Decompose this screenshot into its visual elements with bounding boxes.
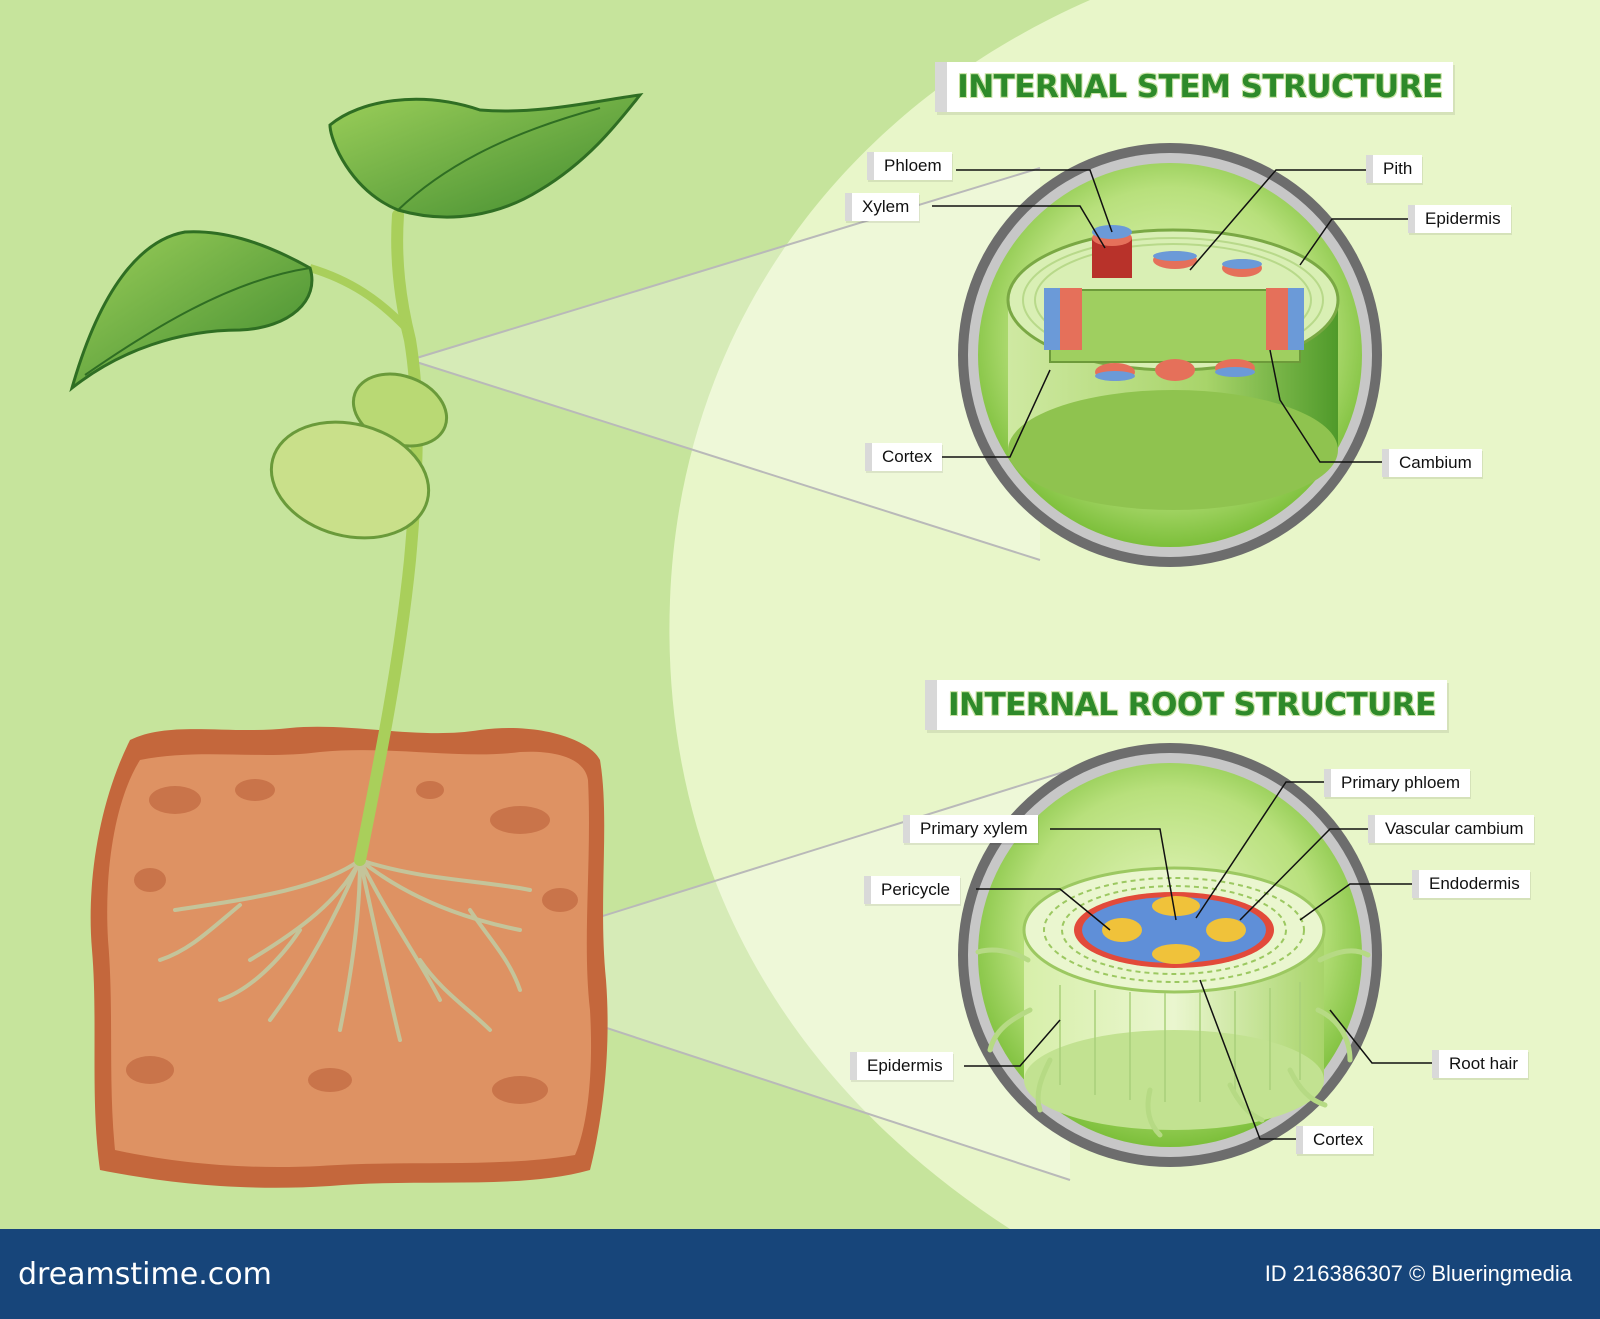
label-stem-epidermis: Epidermis	[1408, 205, 1511, 233]
plant-leaves	[69, 93, 644, 393]
stem-title-box: INTERNAL STEM STRUCTURE	[935, 62, 1453, 112]
soil-block	[90, 726, 608, 1188]
root-cylinder-bottom	[1024, 1030, 1324, 1130]
label-stem-cortex: Cortex	[865, 443, 943, 471]
soil-pebble	[126, 1056, 174, 1084]
label-stem-pith: Pith	[1366, 155, 1423, 183]
soil-pebble	[416, 781, 444, 799]
stem-title: INTERNAL STEM STRUCTURE	[957, 69, 1443, 105]
stem-pith	[1049, 289, 1301, 363]
label-root-root-hair: Root hair	[1432, 1050, 1528, 1078]
stem-leader-lines	[932, 169, 1408, 463]
plant-roots	[158, 858, 532, 1042]
stem-zoom-line	[409, 359, 1041, 561]
label-root-primary-phloem: Primary phloem	[1324, 769, 1471, 797]
label-root-vascular-cambium: Vascular cambium	[1368, 815, 1534, 843]
label-stem-phloem: Phloem	[867, 152, 952, 180]
soil-pebble	[490, 806, 550, 834]
diagram-artwork	[69, 0, 1600, 1229]
footer-credit: ID 216386307 © Blueringmedia	[1264, 1261, 1572, 1286]
cotyledons	[269, 372, 449, 540]
footer-bar: dreamstime.com ID 216386307 © Blueringme…	[0, 1229, 1600, 1319]
soil-pebble	[134, 868, 166, 892]
label-root-endodermis: Endodermis	[1412, 870, 1530, 898]
cotyledon	[269, 420, 431, 540]
soil-pebble	[235, 779, 275, 801]
root-leader-lines	[964, 781, 1432, 1140]
soil-pebble	[542, 888, 578, 912]
stem-cross-section	[958, 143, 1382, 567]
stem-cylinder-bottom	[1008, 390, 1338, 510]
label-root-cortex: Cortex	[1296, 1126, 1374, 1154]
soil-pebble	[308, 1068, 352, 1092]
soil-pebble	[492, 1076, 548, 1104]
label-stem-xylem: Xylem	[845, 193, 920, 221]
root-title-box: INTERNAL ROOT STRUCTURE	[925, 680, 1447, 730]
root-title: INTERNAL ROOT STRUCTURE	[948, 687, 1436, 723]
leaf-petiole	[308, 264, 411, 333]
stem-zoom-line	[409, 167, 1041, 361]
footer-brand: dreamstime.com	[18, 1256, 272, 1292]
label-stem-cambium: Cambium	[1382, 449, 1482, 477]
soil-pebble	[149, 786, 201, 814]
root-cross-section	[958, 743, 1382, 1167]
leaf	[328, 93, 644, 219]
label-root-primary-xylem: Primary xylem	[903, 815, 1038, 843]
label-root-epidermis: Epidermis	[850, 1052, 953, 1080]
label-root-pericycle: Pericycle	[864, 876, 960, 904]
